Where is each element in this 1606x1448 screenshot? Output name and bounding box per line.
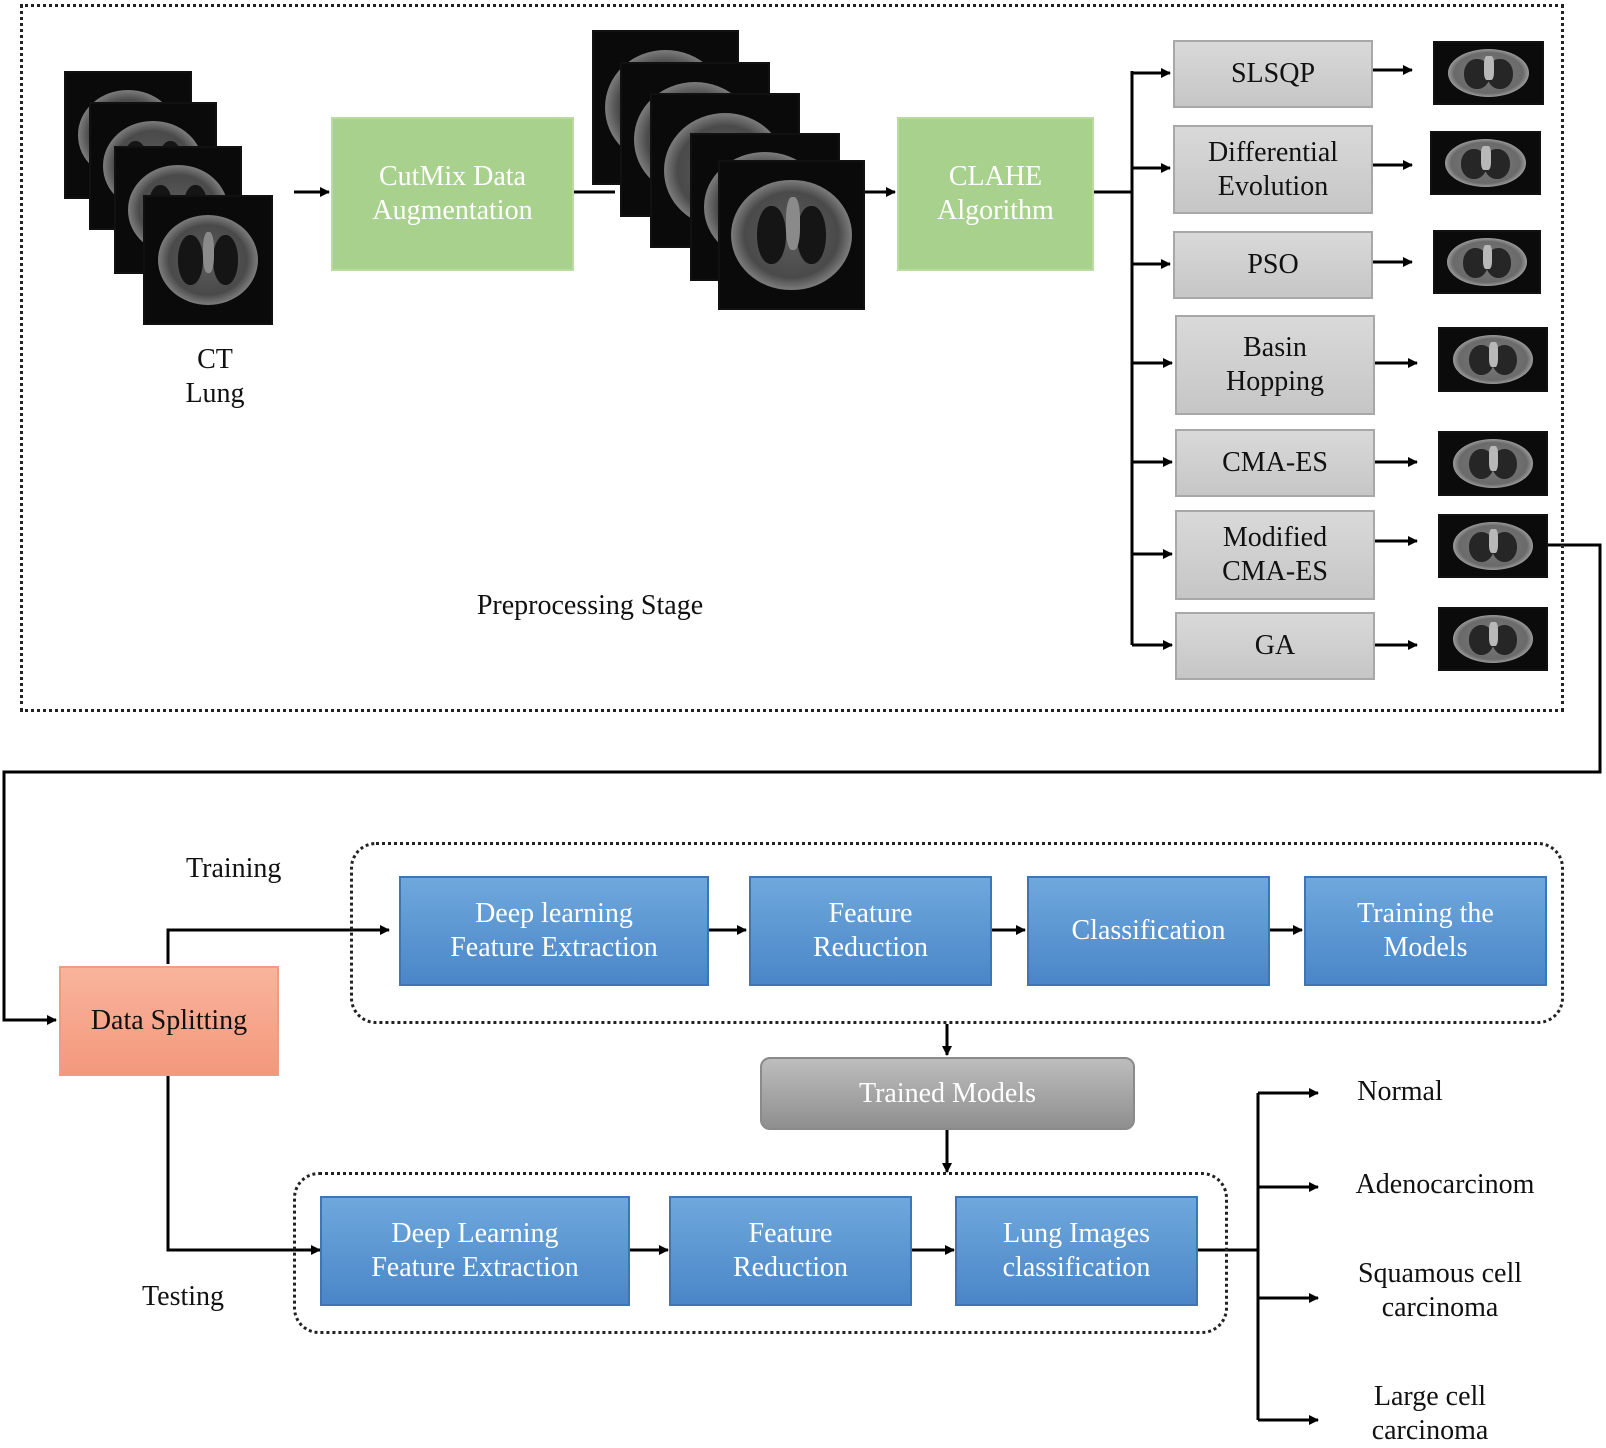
testing-frame [293,1172,1228,1334]
optimizer-pso-box: PSO [1173,231,1373,299]
arrow-splitting-to-testing [166,1074,321,1255]
enhanced-ct-thumbnail [1430,131,1541,195]
enhanced-ct-thumbnail [1438,607,1548,671]
enhanced-ct-thumbnail [1433,230,1541,294]
training-label: Training [186,853,282,884]
data-splitting-box: Data Splitting [59,966,279,1076]
enhanced-ct-thumbnail [1438,514,1548,578]
augmented-ct-image [718,160,865,310]
enhanced-ct-thumbnail [1438,431,1548,496]
optimizer-ga-box: GA [1175,612,1375,680]
output-class-normal: Normal [1357,1076,1443,1107]
ct-lung-label: CT Lung [185,344,245,409]
training-frame [350,842,1564,1024]
optimizer-cma-es-box: CMA-ES [1175,429,1375,497]
ct-slice-image [143,195,273,325]
preprocessing-stage-label: Preprocessing Stage [476,590,704,621]
enhanced-ct-thumbnail [1433,41,1544,105]
optimizer-slsqp-box: SLSQP [1173,40,1373,108]
train-classification-box: Classification [1027,876,1270,986]
trained-models-box: Trained Models [760,1057,1135,1130]
enhanced-ct-thumbnail [1438,327,1548,392]
line-preproc-to-splitting [2,543,1602,1025]
arrow-splitting-to-training [166,925,390,964]
preprocessing-stage-frame [20,4,1564,712]
testing-label: Testing [142,1281,225,1312]
output-class-adenocarcinoma: Adenocarcinom [1355,1169,1535,1200]
